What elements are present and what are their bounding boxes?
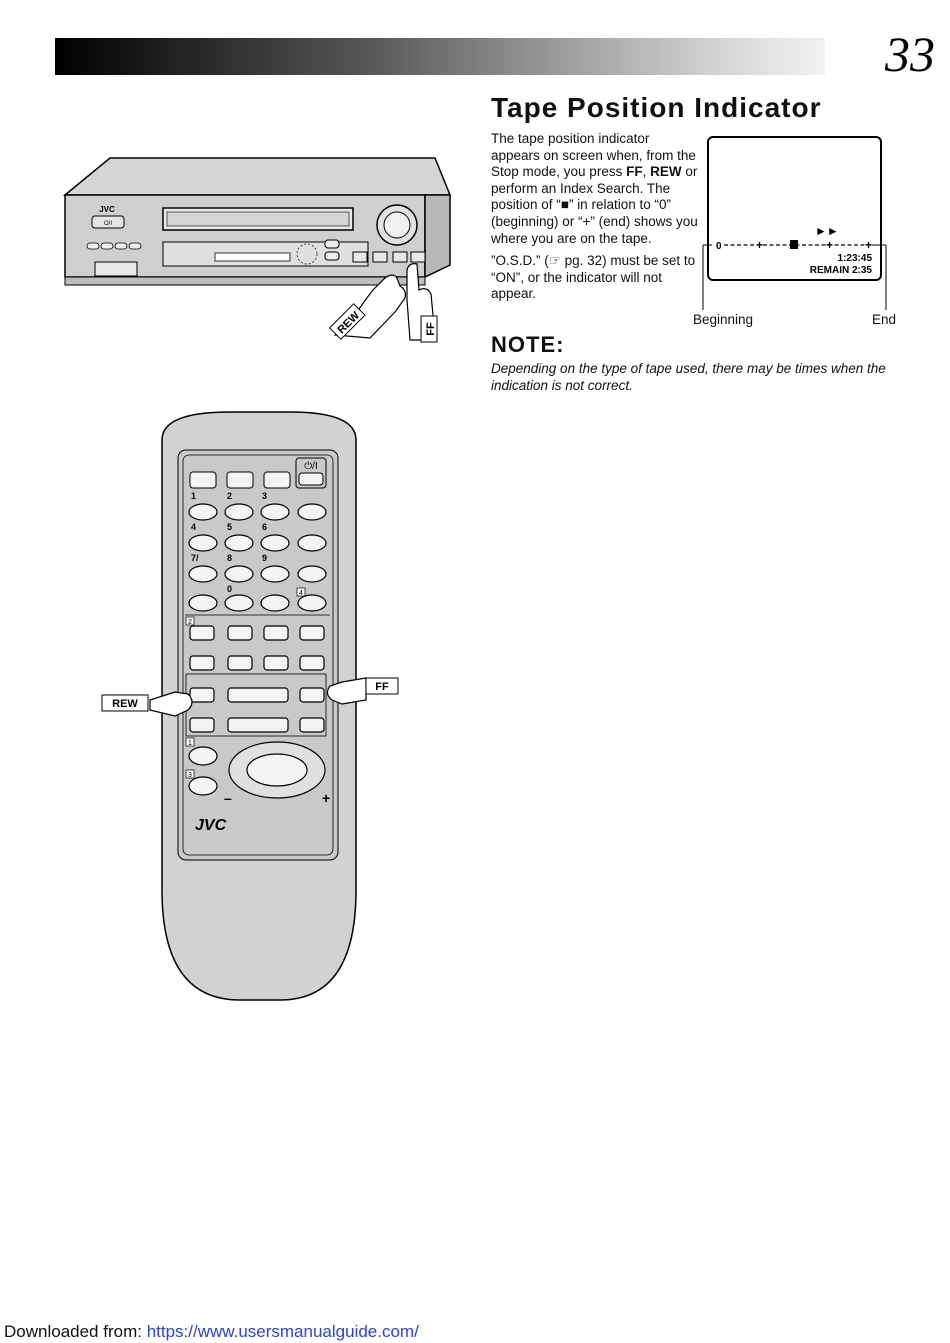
- ff-bold: FF: [626, 164, 643, 180]
- paragraph-2: ”O.S.D.” (☞ pg. 32) must be set to “ON”,…: [491, 253, 696, 302]
- vcr-illustration: JVC O/I REW FF: [62, 157, 452, 343]
- svg-text:O/I: O/I: [104, 221, 112, 227]
- remote-illustration: ⏻/I 1 2 3 4 5 6 7/ 8 9 0 2 4 1 3 – + JVC…: [101, 411, 399, 1001]
- vcr-ff-label: FF: [425, 322, 437, 336]
- note-heading: NOTE:: [491, 332, 565, 357]
- svg-text:6: 6: [262, 522, 267, 532]
- page-title: Tape Position Indicator: [491, 92, 822, 123]
- svg-text:1: 1: [191, 491, 196, 501]
- number-keypad: [188, 503, 327, 612]
- top-buttons: ⏻/I: [189, 457, 327, 489]
- transport-buttons: [189, 687, 325, 733]
- osd-diagram: ►► 0 + + + 1:23:45 REMAIN 2:35: [702, 224, 887, 310]
- svg-text:4: 4: [299, 590, 303, 597]
- remote-rew-hand-icon: [149, 691, 193, 717]
- osd-screen: [707, 136, 882, 281]
- power-icon: ⏻/I: [304, 461, 317, 472]
- pointing-hand-icon: ☞: [548, 253, 561, 269]
- footer-download-source: Downloaded from: https://www.usersmanual…: [4, 1322, 419, 1341]
- channel-buttons: [189, 625, 325, 671]
- svg-text:5: 5: [227, 522, 232, 532]
- vcr-brand: JVC: [99, 205, 115, 214]
- remote-ff-hand-icon: [326, 677, 367, 705]
- svg-text:0: 0: [227, 584, 232, 594]
- svg-text:9: 9: [262, 553, 267, 563]
- page-number: 33: [885, 26, 935, 82]
- svg-text:7/: 7/: [191, 553, 199, 563]
- osd-zero: 0: [716, 241, 722, 252]
- remote-ff-callout: FF: [375, 681, 389, 693]
- position-marker: [790, 240, 798, 249]
- svg-text:2: 2: [227, 491, 232, 501]
- rew-bold: REW: [650, 164, 682, 180]
- remote-rew-callout: REW: [112, 698, 138, 710]
- paragraph-1: The tape position indicator appears on s…: [491, 131, 698, 246]
- osd-remain: REMAIN 2:35: [810, 265, 873, 276]
- vcr-power-button: [91, 215, 125, 229]
- body-text: The tape position indicator appears on s…: [491, 131, 701, 309]
- svg-text:+: +: [756, 238, 763, 252]
- svg-text:2: 2: [188, 619, 192, 626]
- svg-text:3: 3: [262, 491, 267, 501]
- svg-text:3: 3: [188, 772, 192, 779]
- svg-text:1: 1: [188, 740, 192, 747]
- svg-text:8: 8: [227, 553, 232, 563]
- osd-time: 1:23:45: [838, 253, 873, 264]
- svg-text:4: 4: [191, 522, 196, 532]
- header-gradient-bar: [55, 38, 825, 75]
- svg-text:+: +: [322, 790, 330, 806]
- end-label: End: [872, 312, 897, 327]
- remote-brand: JVC: [195, 817, 227, 834]
- note-text: Depending on the type of tape used, ther…: [491, 361, 886, 393]
- footer-link[interactable]: https://www.usersmanualguide.com/: [146, 1322, 419, 1341]
- osd-ff-symbol: ►►: [815, 224, 839, 238]
- beginning-label: Beginning: [693, 312, 754, 327]
- svg-text:+: +: [865, 238, 872, 252]
- svg-text:–: –: [224, 790, 232, 806]
- svg-text:+: +: [826, 238, 833, 252]
